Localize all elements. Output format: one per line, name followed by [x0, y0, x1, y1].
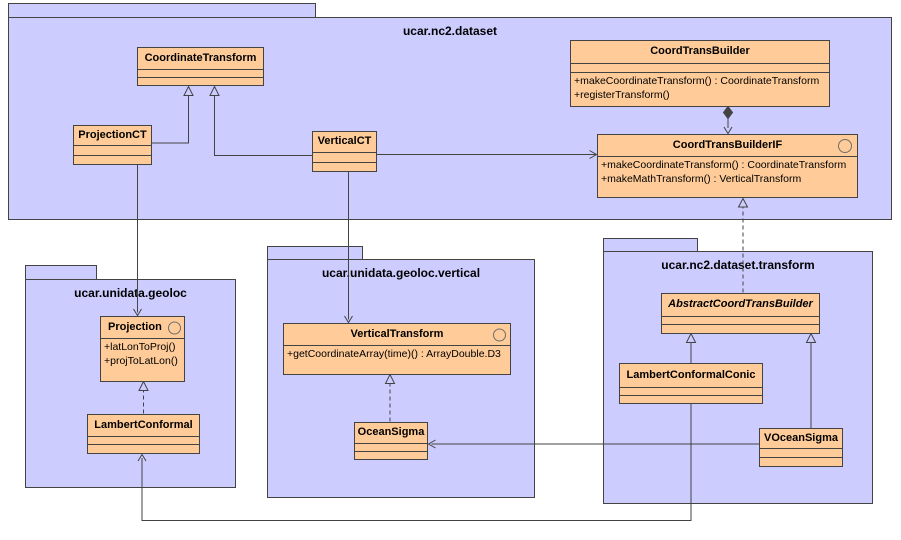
class-box-voceansigma: VOceanSigma	[759, 428, 843, 467]
operations-compartment: +makeCoordinateTransform() : CoordinateT…	[571, 72, 829, 102]
class-title-verticaltransform: VerticalTransform	[284, 324, 510, 345]
attributes-compartment	[571, 63, 829, 72]
class-title-verticalct: VerticalCT	[317, 135, 372, 147]
package-tab-ucar-unidata-geoloc-vertical	[267, 246, 363, 260]
attributes-compartment	[355, 443, 427, 451]
class-title-coordtransbuilderif: CoordTransBuilderIF	[598, 135, 857, 156]
class-title-projection: Projection	[101, 317, 184, 338]
operations-compartment: +makeCoordinateTransform() : CoordinateT…	[598, 156, 857, 186]
class-title-abstractcoordtransbuilder: AbstractCoordTransBuilder	[668, 298, 813, 310]
attributes-compartment	[88, 436, 199, 444]
operations-compartment: +latLonToProj() +projToLatLon()	[101, 338, 184, 368]
method-registertransform: +registerTransform()	[574, 88, 670, 101]
class-box-projectionct: ProjectionCT	[73, 125, 152, 165]
class-title-coordtransbuilder: CoordTransBuilder	[650, 45, 750, 57]
package-ucar-unidata-geoloc: ucar.unidata.geoloc	[25, 279, 236, 488]
method-projtolatlon: +projToLatLon()	[104, 354, 178, 367]
operations-compartment	[620, 395, 762, 403]
class-title-projectionct: ProjectionCT	[78, 129, 147, 141]
class-box-verticalct: VerticalCT	[312, 131, 377, 172]
attributes-compartment	[662, 316, 819, 324]
package-label-ucar-nc2-dataset-transform: ucar.nc2.dataset.transform	[661, 258, 815, 272]
package-tab-ucar-nc2-dataset	[8, 3, 316, 18]
class-title-oceansigma: OceanSigma	[357, 426, 425, 438]
package-tab-ucar-unidata-geoloc	[25, 265, 97, 280]
attributes-compartment	[138, 69, 263, 77]
class-box-projection: Projection +latLonToProj() +projToLatLon…	[100, 316, 185, 382]
class-box-lambertconformal: LambertConformal	[87, 414, 200, 454]
class-box-coordtransbuilderif: CoordTransBuilderIF +makeCoordinateTrans…	[597, 134, 858, 198]
package-label-ucar-nc2-dataset: ucar.nc2.dataset	[402, 24, 498, 38]
class-box-coordinatetransform: CoordinateTransform	[137, 47, 264, 86]
class-box-lambertconformalconic: LambertConformalConic	[619, 363, 763, 404]
package-label-ucar-unidata-geoloc-vertical: ucar.unidata.geoloc.vertical	[321, 266, 481, 280]
package-label-ucar-unidata-geoloc: ucar.unidata.geoloc	[74, 286, 187, 300]
class-box-oceansigma: OceanSigma	[354, 422, 428, 460]
class-title-lambertconformalconic: LambertConformalConic	[626, 369, 756, 381]
operations-compartment	[88, 444, 199, 453]
attributes-compartment	[74, 145, 151, 155]
interface-icon	[493, 328, 506, 341]
class-title-voceansigma: VOceanSigma	[764, 432, 838, 444]
operations-compartment	[74, 155, 151, 165]
class-box-abstractcoordtransbuilder: AbstractCoordTransBuilder	[661, 293, 820, 334]
method-makecoordinatetransform: +makeCoordinateTransform() : CoordinateT…	[601, 159, 847, 171]
operations-compartment	[760, 457, 842, 466]
class-box-coordtransbuilder: CoordTransBuilder +makeCoordinateTransfo…	[570, 40, 830, 107]
method-latlontoproj: +latLonToProj()	[104, 341, 176, 353]
method-makemathtransform: +makeMathTransform() : VerticalTransform	[601, 172, 802, 185]
interface-icon	[838, 138, 852, 153]
class-name-text: CoordTransBuilderIF	[672, 139, 783, 151]
package-ucar-unidata-geoloc-vertical: ucar.unidata.geoloc.vertical	[267, 259, 535, 498]
method-getcoordinatearray: +getCoordinateArray(time)() : ArrayDoubl…	[287, 348, 501, 360]
class-name-text: VerticalTransform	[350, 328, 444, 340]
operations-compartment	[662, 324, 819, 333]
attributes-compartment	[620, 387, 762, 395]
attributes-compartment	[313, 152, 376, 162]
method-makecoordinatetransform: +makeCoordinateTransform() : CoordinateT…	[574, 75, 820, 87]
class-title-coordinatetransform: CoordinateTransform	[144, 52, 257, 64]
operations-compartment	[138, 77, 263, 86]
operations-compartment	[313, 162, 376, 172]
package-tab-ucar-nc2-dataset-transform	[603, 238, 698, 252]
class-box-verticaltransform: VerticalTransform +getCoordinateArray(ti…	[283, 323, 511, 375]
attributes-compartment	[760, 448, 842, 457]
interface-icon	[168, 321, 181, 334]
class-name-text: Projection	[108, 321, 162, 333]
class-title-lambertconformal: LambertConformal	[94, 419, 193, 431]
operations-compartment: +getCoordinateArray(time)() : ArrayDoubl…	[284, 345, 510, 362]
operations-compartment	[355, 451, 427, 459]
